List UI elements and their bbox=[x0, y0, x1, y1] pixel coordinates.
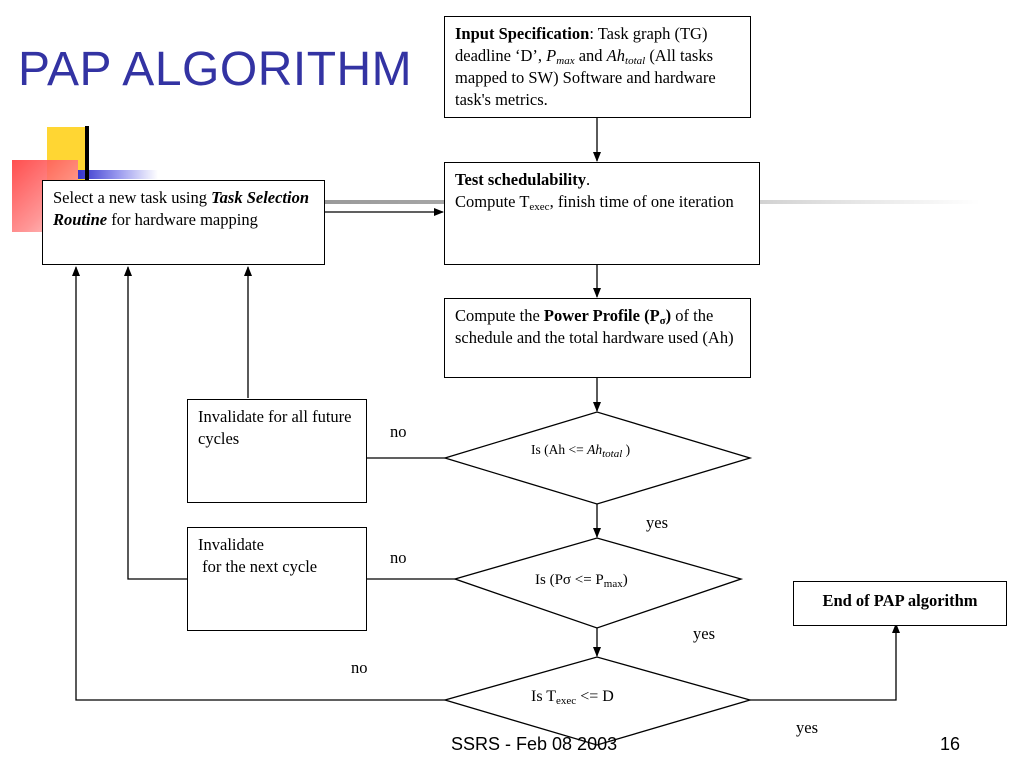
end-box: End of PAP algorithm bbox=[793, 581, 1007, 626]
task-selection-routine: Task Selection Routine bbox=[53, 188, 310, 229]
yes-label-2: yes bbox=[693, 624, 715, 643]
invalidate-all-box: Invalidate for all future cycles bbox=[187, 399, 367, 503]
input-specification-box: Input Specification: Task graph (TG) dea… bbox=[444, 16, 751, 118]
select-text: Select a new task using bbox=[53, 188, 212, 207]
ah-subscript: total bbox=[625, 55, 646, 67]
decision2-text-start: Is (Pσ <= P bbox=[535, 572, 604, 588]
select-text-end: for hardware mapping bbox=[107, 210, 258, 229]
power-text: Compute the bbox=[455, 306, 544, 325]
test-period: . bbox=[585, 170, 591, 189]
sigma-subscript: σ bbox=[659, 315, 666, 327]
yes-label-3: yes bbox=[796, 718, 818, 737]
test-schedulability-heading: Test schedulability bbox=[455, 170, 586, 189]
decor-black-bar bbox=[85, 126, 89, 182]
decision2-text-end: ) bbox=[622, 572, 628, 588]
pmax-subscript: max bbox=[556, 55, 575, 67]
ah-symbol: Ah bbox=[606, 46, 626, 65]
power-profile-close: ) bbox=[665, 306, 672, 325]
decision1-shape bbox=[442, 411, 753, 505]
footer-text: SSRS - Feb 08 2003 bbox=[451, 734, 618, 754]
input-spec-text: : Task graph (TG) deadline ‘D’, bbox=[455, 24, 708, 65]
decision1-ah: Ah bbox=[587, 442, 603, 457]
decision3-text: Is Texec <= D bbox=[531, 688, 614, 707]
input-spec-text-end: (All tasks mapped to SW) Software and ha… bbox=[455, 46, 716, 109]
arrow-decision3-yes bbox=[750, 623, 900, 701]
test-compute-text: Compute T bbox=[455, 192, 530, 211]
decision1-text-end: ) bbox=[622, 442, 631, 457]
power-profile-heading: Power Profile (P bbox=[543, 306, 660, 325]
page-number: 16 bbox=[940, 734, 961, 754]
invalidate-next-box: Invalidate for the next cycle bbox=[187, 527, 367, 631]
power-text-end: of the schedule and the total hardware u… bbox=[455, 306, 734, 347]
invalidate-all-text: Invalidate for all future cycles bbox=[198, 407, 352, 448]
power-profile-box: Compute the Power Profile (Pσ) of the sc… bbox=[444, 298, 751, 378]
no-label-2: no bbox=[390, 548, 407, 567]
decor-blue-bar bbox=[78, 170, 158, 179]
decision1-sub: total bbox=[602, 448, 623, 460]
decision2-sub: max bbox=[603, 578, 623, 590]
decision3-text-start: Is T bbox=[531, 688, 557, 705]
invalidate-next-line1: Invalidate bbox=[198, 535, 264, 554]
slide-title: PAP ALGORITHM bbox=[18, 43, 413, 96]
pmax-symbol: P bbox=[546, 46, 557, 65]
no-label-3: no bbox=[351, 658, 368, 677]
input-specification-heading: Input Specification bbox=[455, 24, 590, 43]
decision3-shape bbox=[442, 656, 753, 746]
decision1-text: Is (Ah <= Ahtotal ) bbox=[531, 442, 631, 460]
invalidate-next-line2: for the next cycle bbox=[198, 557, 318, 576]
decision3-text-end: <= D bbox=[576, 688, 614, 705]
decision3-sub: exec bbox=[556, 695, 577, 707]
end-text: End of PAP algorithm bbox=[822, 591, 978, 610]
arrow-decision3-no bbox=[72, 266, 445, 701]
test-compute-text-end: , finish time of one iteration bbox=[549, 192, 734, 211]
no-label-1: no bbox=[390, 422, 407, 441]
yes-label-1: yes bbox=[646, 513, 668, 532]
decision2-shape bbox=[452, 537, 744, 629]
texec-subscript: exec bbox=[529, 201, 550, 213]
arrow-invalidate-next-up bbox=[124, 266, 187, 580]
decision1-text-start: Is (Ah <= bbox=[531, 442, 588, 457]
test-schedulability-box: Test schedulability. Compute Texec, fini… bbox=[444, 162, 760, 265]
decision2-text: Is (Pσ <= Pmax) bbox=[535, 570, 655, 590]
select-task-box: Select a new task using Task Selection R… bbox=[42, 180, 325, 265]
input-spec-and: and bbox=[574, 46, 607, 65]
